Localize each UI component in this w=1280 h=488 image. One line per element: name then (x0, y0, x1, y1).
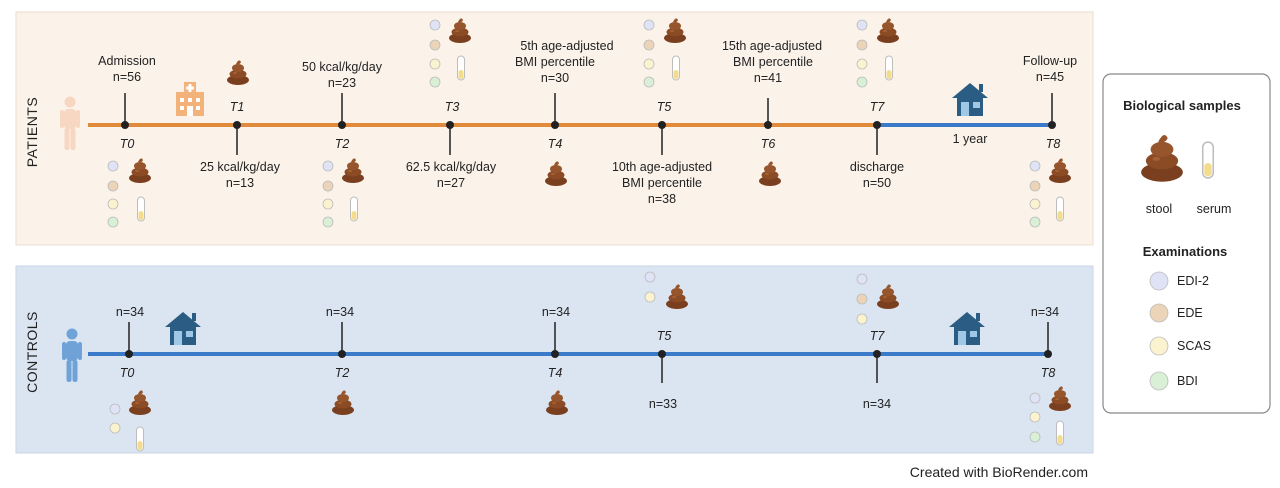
controls-t0-exam-circles (109, 403, 121, 434)
patients-timepoint-dot (873, 121, 881, 129)
legend-edi2-swatch (1149, 271, 1169, 291)
followup-label: Follow-up (1023, 54, 1077, 68)
patients-tp-t3: T3 (445, 100, 460, 114)
legend-ede-label: EDE (1177, 306, 1203, 320)
patients-timepoint-dot (121, 121, 129, 129)
serum-tube-icon (1056, 420, 1064, 446)
patients-tp-t8: T8 (1046, 137, 1061, 151)
controls-timepoint-dot (1044, 350, 1052, 358)
controls-tp-t0: T0 (120, 366, 135, 380)
followup-count: n=45 (1036, 70, 1064, 84)
serum-tube-icon (885, 55, 893, 81)
t1-count: n=13 (226, 176, 254, 190)
patients-tp-t1: T1 (230, 100, 245, 114)
controls-tp-t7: T7 (870, 329, 886, 343)
t6-count: n=41 (754, 71, 782, 85)
serum-tube-icon (1056, 196, 1064, 222)
t5-count: n=38 (648, 192, 676, 206)
patients-group-label: PATIENTS (24, 97, 40, 167)
controls-group-label: CONTROLS (24, 311, 40, 393)
controls-panel (15, 265, 1094, 454)
serum-tube-icon (137, 196, 145, 222)
legend-samples-title: Biological samples (1123, 98, 1241, 113)
patients-tp-t0: T0 (120, 137, 135, 151)
controls-t7-exam-circles (856, 273, 868, 325)
discharge-count: n=50 (863, 176, 891, 190)
legend-serum-label: serum (1197, 202, 1232, 216)
patients-timepoint-dot (338, 121, 346, 129)
legend-bdi-swatch (1149, 371, 1169, 391)
t2-exam-circles (322, 160, 334, 228)
patients-timepoint-dot (764, 121, 772, 129)
controls-timepoint-dot (658, 350, 666, 358)
patients-tp-t5: T5 (657, 100, 672, 114)
controls-timepoint-dot (551, 350, 559, 358)
legend-bdi-label: BDI (1177, 374, 1198, 388)
patients-tp-t7: T7 (870, 100, 886, 114)
controls-tp-t5: T5 (657, 329, 672, 343)
biorender-credit: Created with BioRender.com (910, 464, 1088, 480)
controls-tp-t8: T8 (1041, 366, 1056, 380)
legend-box (1102, 73, 1271, 414)
admission-label: Admission (98, 54, 156, 68)
controls-t8-exam-circles (1029, 392, 1041, 443)
t3-exam-circles (429, 19, 441, 88)
t8-exam-circles (1029, 160, 1041, 228)
controls-tp-t4: T4 (548, 366, 563, 380)
controls-timepoint-dot (338, 350, 346, 358)
legend-scas-swatch (1149, 336, 1169, 356)
legend-serum-tube-icon (1202, 141, 1214, 179)
t0-exam-circles (107, 160, 119, 228)
t3-energy-label: 62.5 kcal/kg/day (406, 160, 497, 174)
legend-exams-title: Examinations (1143, 244, 1228, 259)
legend-scas-label: SCAS (1177, 339, 1211, 353)
t1-energy-label: 25 kcal/kg/day (200, 160, 281, 174)
controls-timepoint-dot (125, 350, 133, 358)
t2-energy-label: 50 kcal/kg/day (302, 60, 383, 74)
t2-count: n=23 (328, 76, 356, 90)
admission-count: n=56 (113, 70, 141, 84)
patients-timepoint-dot (233, 121, 241, 129)
legend-edi2-label: EDI-2 (1177, 274, 1209, 288)
serum-tube-icon (457, 55, 465, 81)
t3-count: n=27 (437, 176, 465, 190)
controls-tp-t2: T2 (335, 366, 350, 380)
serum-tube-icon (672, 55, 680, 81)
patients-tp-t4: T4 (548, 137, 563, 151)
patients-tp-t6: T6 (761, 137, 776, 151)
one-year-label: 1 year (953, 132, 988, 146)
legend-ede-swatch (1149, 303, 1169, 323)
patients-tp-t2: T2 (335, 137, 350, 151)
t4-bmi-label-2: BMI percentile (515, 55, 595, 69)
t7-exam-circles (856, 19, 868, 88)
patients-timepoint-dot (1048, 121, 1056, 129)
controls-count-t0: n=34 (116, 305, 144, 319)
legend-stool-label: stool (1146, 202, 1172, 216)
t5-exam-circles (643, 19, 655, 88)
patients-timepoint-dot (446, 121, 454, 129)
controls-count-t5: n=33 (649, 397, 677, 411)
t5-bmi-label-2: BMI percentile (622, 176, 702, 190)
t6-bmi-label: 15th age-adjusted (722, 39, 822, 53)
controls-timepoint-dot (873, 350, 881, 358)
controls-count-t2: n=34 (326, 305, 354, 319)
serum-tube-icon (350, 196, 358, 222)
patients-timepoint-dot (658, 121, 666, 129)
controls-count-t4: n=34 (542, 305, 570, 319)
controls-count-t7: n=34 (863, 397, 891, 411)
discharge-label: discharge (850, 160, 904, 174)
patients-timepoint-dot (551, 121, 559, 129)
t4-count: n=30 (541, 71, 569, 85)
controls-t5-exam-circles (644, 271, 656, 303)
serum-tube-icon (136, 426, 144, 452)
controls-count-t8: n=34 (1031, 305, 1059, 319)
t4-bmi-label: 5th age-adjusted (520, 39, 613, 53)
t5-bmi-label: 10th age-adjusted (612, 160, 712, 174)
t6-bmi-label-2: BMI percentile (733, 55, 813, 69)
